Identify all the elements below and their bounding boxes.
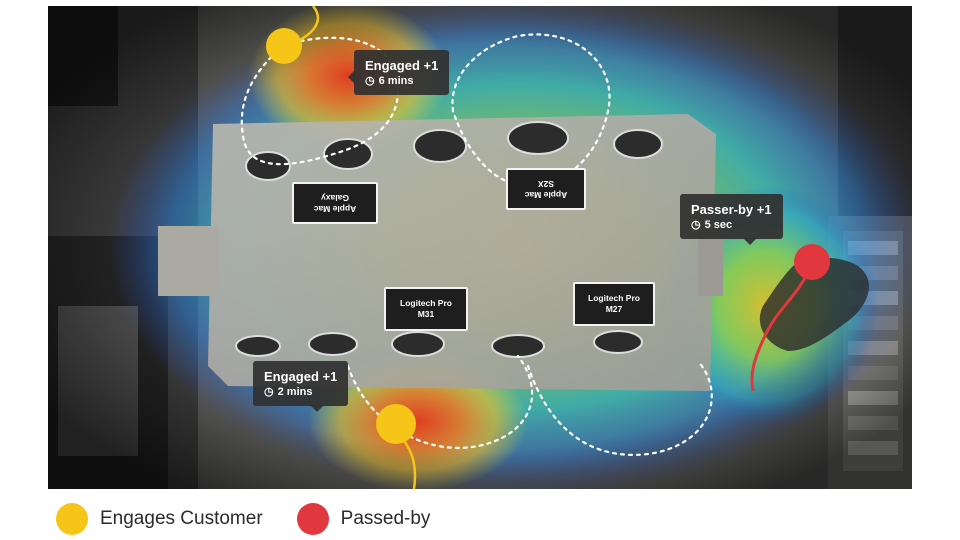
legend-item-passed-by: Passed-by	[296, 503, 431, 535]
callout-duration: 2 mins	[277, 386, 313, 398]
callout-title: Engaged +1	[264, 369, 338, 384]
clock-icon: ◷	[365, 75, 375, 87]
yellow-dot-icon	[56, 503, 88, 535]
engaged-callout-bottom: Engaged +1 ◷2 mins	[253, 361, 349, 412]
heatmap-canvas	[48, 6, 912, 489]
store-camera-heatmap: Apple Mac Galaxy Apple Mac S2X Logitech …	[48, 6, 912, 489]
sign-line2: Galaxy	[321, 193, 349, 203]
engaged-marker-top	[266, 28, 302, 64]
sign-line1: Logitech Pro	[400, 298, 452, 308]
red-dot-icon	[296, 503, 329, 535]
legend-label: Engages Customer	[100, 508, 263, 529]
legend-item-engages-customer: Engages Customer	[56, 503, 263, 535]
sign-line1: Apple Mac	[313, 204, 357, 214]
product-sign-bottom-right: Logitech Pro M27	[573, 282, 655, 326]
sign-line2: M31	[417, 309, 435, 319]
callout-duration: 5 sec	[704, 219, 733, 231]
legend-label: Passed-by	[340, 508, 431, 529]
passer-by-callout: Passer-by +1 ◷5 sec	[680, 194, 783, 245]
movement-paths	[240, 33, 713, 456]
product-sign-top-right: Apple Mac S2X	[506, 168, 586, 210]
clock-icon: ◷	[264, 386, 274, 398]
engaged-marker-bottom	[376, 404, 416, 444]
legend: Engages Customer Passed-by	[56, 502, 464, 536]
callout-title: Passer-by +1	[691, 202, 772, 217]
passed-by-marker	[794, 244, 830, 280]
product-sign-top-left: Apple Mac Galaxy	[292, 182, 378, 224]
sign-line2: S2X	[537, 179, 555, 189]
product-sign-bottom-left: Logitech Pro M31	[384, 287, 468, 331]
callout-title: Engaged +1	[365, 58, 439, 73]
sign-line2: M27	[605, 304, 623, 314]
engaged-callout-top: Engaged +1 ◷6 mins	[347, 50, 450, 95]
sign-line1: Apple Mac	[524, 190, 568, 200]
clock-icon: ◷	[691, 219, 701, 231]
callout-duration: 6 mins	[378, 75, 414, 87]
sign-line1: Logitech Pro	[588, 293, 640, 303]
